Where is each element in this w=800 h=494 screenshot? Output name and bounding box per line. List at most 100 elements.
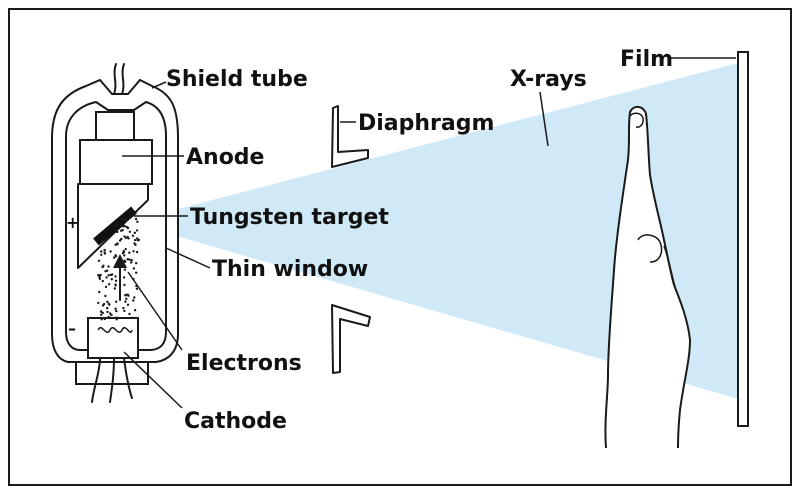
electron-dot [114, 307, 117, 310]
electron-dot [131, 316, 134, 319]
electron-dot [133, 296, 136, 299]
cathode-block [87, 317, 139, 359]
electron-dot [121, 252, 125, 255]
electron-dot [114, 229, 117, 232]
electron-dot [135, 250, 139, 254]
label-anode: Anode [186, 145, 264, 170]
electron-dot [104, 285, 108, 289]
label-diaphragm: Diaphragm [358, 111, 494, 136]
electron-dot [115, 309, 118, 313]
electron-dot [123, 283, 126, 287]
electron-dot [103, 317, 107, 321]
electron-dot [101, 279, 105, 283]
electron-dot [119, 225, 122, 228]
electron-dot [104, 270, 107, 273]
electron-dot [133, 309, 137, 312]
electron-dot [128, 258, 131, 261]
electron-dot [98, 276, 101, 279]
electron-dot [107, 274, 110, 277]
electron-dot [126, 258, 129, 261]
electron-dot [116, 230, 119, 234]
electron-dot [124, 236, 128, 240]
diaphragm-lower-blade [331, 304, 371, 374]
electron-dot [123, 254, 126, 257]
electron-dot [136, 220, 139, 223]
electron-dot [115, 224, 118, 227]
electron-dot [132, 299, 135, 302]
electron-dot [135, 229, 139, 232]
electron-dot [105, 276, 108, 279]
electron-dot [124, 300, 127, 303]
electron-dot [97, 301, 100, 305]
xray-beam [128, 62, 742, 400]
electron-dot [107, 302, 111, 305]
electron-dot [106, 300, 109, 303]
electron-dot [130, 259, 133, 262]
electron-dot [133, 231, 137, 234]
electron-dot [101, 304, 105, 307]
electron-dot [123, 235, 126, 238]
electron-dot [107, 315, 110, 319]
electron-dot [135, 271, 138, 274]
anode-block [79, 139, 153, 185]
electron-dot [121, 228, 124, 232]
electron-dot [100, 313, 103, 316]
electron-dot [99, 310, 103, 313]
electron-dot [100, 250, 103, 253]
electron-dot [123, 260, 127, 263]
label-electrons: Electrons [186, 351, 302, 376]
anode-cap [95, 111, 135, 143]
electron-dot [130, 261, 133, 264]
label-thin-window: Thin window [212, 257, 368, 282]
electron-dot [101, 311, 105, 315]
hand-icon [604, 106, 691, 449]
xray-tube-icon [51, 63, 179, 403]
electron-dot [134, 238, 137, 242]
electron-dot [131, 234, 135, 237]
electron-dot [103, 248, 106, 252]
electron-dot [102, 264, 105, 267]
electron-dot [106, 306, 109, 310]
electron-dot [128, 230, 132, 233]
tungsten-target [93, 206, 137, 246]
electron-dot [114, 300, 118, 303]
diaphragm-icon [331, 105, 371, 374]
electron-dot [115, 221, 118, 225]
electron-dot [109, 250, 112, 253]
electron-dot [128, 251, 131, 254]
electron-dot [134, 217, 138, 221]
electron-dot [122, 306, 125, 310]
electron-dot [136, 237, 139, 240]
electron-dot [137, 238, 141, 242]
label-tungsten-target: Tungsten target [190, 205, 389, 230]
electron-dot [106, 310, 109, 314]
electron-dot [120, 237, 123, 241]
electron-dot [125, 293, 128, 296]
electron-dot [115, 265, 119, 268]
electron-dot [123, 268, 127, 271]
electron-dot [123, 309, 126, 313]
electron-dot [98, 290, 101, 294]
diaphragm-upper-blade [331, 105, 369, 168]
electron-dot [126, 235, 129, 239]
plus-sign: + [66, 213, 79, 232]
electron-dot [100, 253, 103, 256]
electron-dot [135, 262, 138, 265]
electron-dot [124, 219, 127, 223]
electron-dot [125, 297, 128, 300]
electron-dot [103, 251, 106, 254]
minus-sign: – [68, 319, 76, 338]
electron-dot [115, 318, 118, 321]
electron-dot [116, 242, 119, 245]
electron-dot [114, 279, 118, 282]
electron-dot [126, 226, 130, 230]
film-plate-icon [737, 51, 749, 427]
electron-stream [97, 217, 141, 321]
electron-dot [134, 243, 137, 246]
electron-dot [110, 278, 114, 281]
electron-dot [114, 254, 117, 257]
electron-dot [113, 287, 117, 290]
electron-dot [126, 303, 130, 306]
